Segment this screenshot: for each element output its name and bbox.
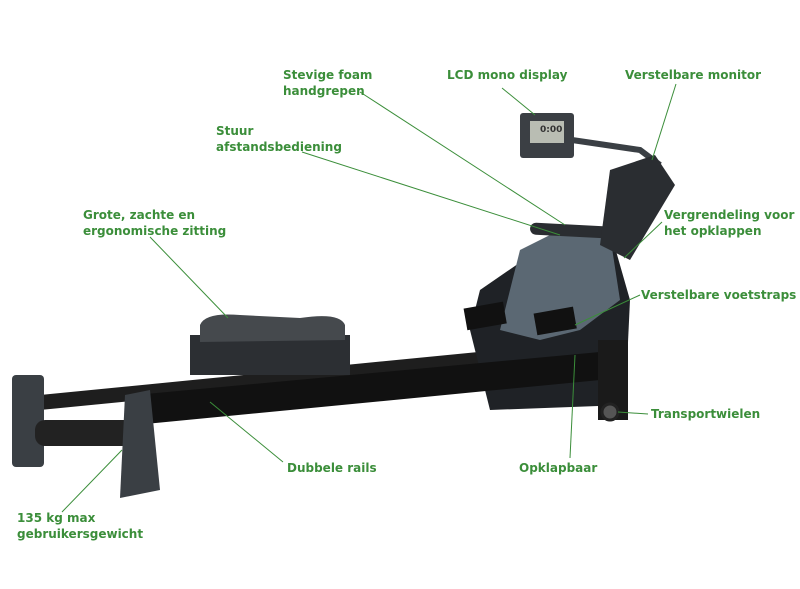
seat — [200, 314, 345, 342]
label-foldable: Opklapbaar — [519, 461, 598, 475]
label-line: het opklappen — [664, 224, 762, 238]
label-seat: Grote, zachte en ergonomische zitting — [83, 207, 226, 239]
label-remote: Stuur afstandsbediening — [216, 123, 342, 155]
label-lcd: LCD mono display — [447, 68, 568, 82]
front-foot — [120, 390, 160, 498]
label-wheels: Transportwielen — [651, 407, 761, 421]
label-line: gebruikersgewicht — [17, 527, 144, 541]
label-line: afstandsbediening — [216, 140, 342, 154]
label-footstraps: Verstelbare voetstraps — [641, 288, 797, 302]
label-rails: Dubbele rails — [287, 461, 377, 475]
monitor-mount — [600, 155, 675, 260]
label-line: handgrepen — [283, 84, 365, 98]
display-readout: 0:00 — [540, 125, 563, 135]
label-handgrips: Stevige foam handgrepen — [283, 67, 372, 99]
housing-cover — [500, 225, 620, 340]
rear-foot — [12, 375, 44, 467]
label-monitor: Verstelbare monitor — [625, 68, 762, 82]
label-maxweight: 135 kg max gebruikersgewicht — [17, 510, 143, 542]
front-rail — [135, 352, 600, 425]
label-line: Vergrendeling voor — [664, 208, 795, 222]
footstrap — [533, 306, 577, 336]
label-lock: Vergrendeling voor het opklappen — [664, 207, 794, 239]
label-line: ergonomische zitting — [83, 224, 227, 238]
label-line: Stuur — [216, 124, 254, 138]
label-line: 135 kg max — [17, 511, 96, 525]
transport-wheel — [600, 402, 620, 422]
label-line: Stevige foam — [283, 68, 373, 82]
leader-lines — [61, 83, 677, 513]
label-line: Grote, zachte en — [83, 208, 196, 222]
